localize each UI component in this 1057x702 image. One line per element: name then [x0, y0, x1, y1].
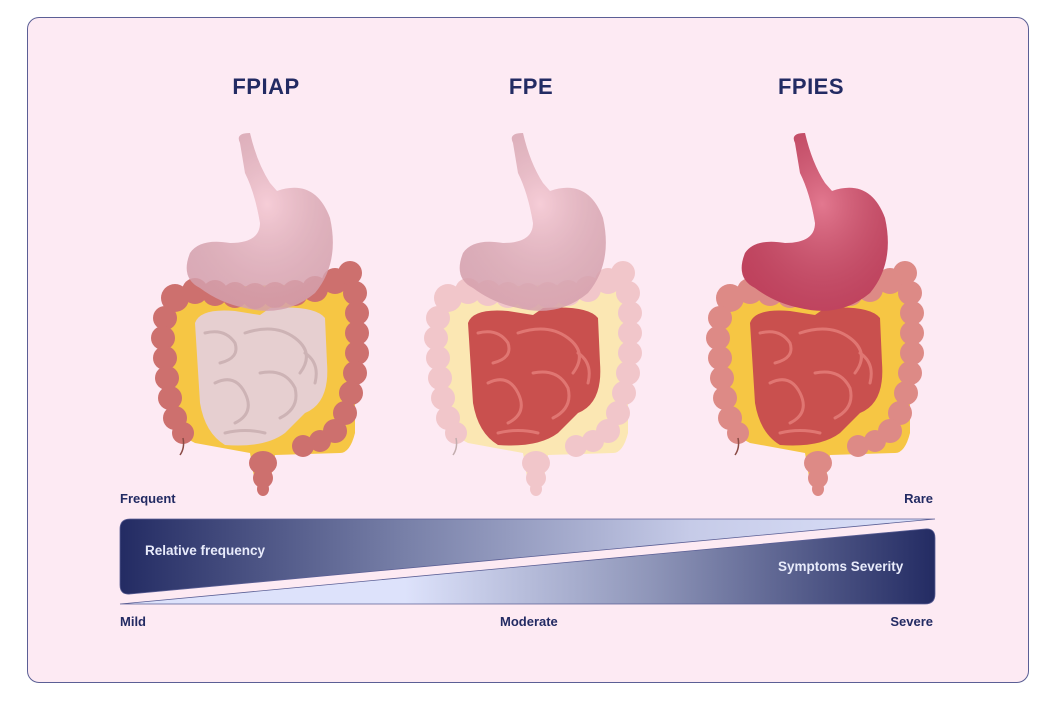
title-fpe: FPE — [508, 74, 554, 99]
title-fpies: FPIES — [777, 74, 845, 99]
severity-band — [119, 528, 936, 605]
title-fpiap: FPIAP — [232, 74, 300, 99]
small-intestine-icon — [750, 307, 883, 446]
stomach-icon — [459, 133, 606, 311]
frequency-band — [119, 518, 936, 595]
gi-tract-illustration-fpiap — [151, 133, 369, 496]
stomach-icon — [741, 133, 888, 311]
gi-tract-illustration-fpe — [424, 133, 642, 496]
stomach-icon — [186, 133, 333, 311]
label-rare: Rare — [904, 491, 933, 506]
label-severe: Severe — [890, 614, 933, 629]
relative-frequency-label: Relative frequency — [145, 543, 266, 558]
small-intestine-icon — [468, 307, 601, 446]
small-intestine-icon — [195, 307, 328, 446]
label-frequent: Frequent — [120, 491, 176, 506]
label-mild: Mild — [120, 614, 146, 629]
label-moderate: Moderate — [500, 614, 558, 629]
gi-tract-illustration-fpies — [706, 133, 924, 496]
symptoms-severity-label: Symptoms Severity — [778, 559, 904, 574]
